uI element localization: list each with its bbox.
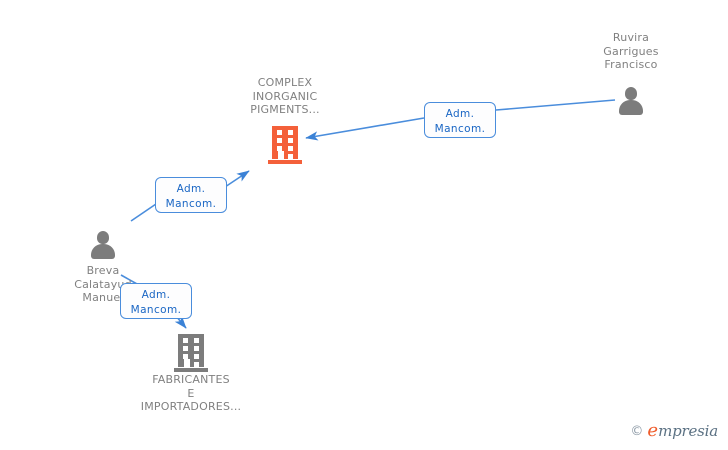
node-icon-ruvira-garrigues-francisco[interactable] xyxy=(618,87,644,115)
empresia-watermark: © e mpresia xyxy=(630,420,718,441)
node-label-breva-calatayud-manuel: Breva Calatayud Manuel xyxy=(74,264,132,304)
brand-name: mpresia xyxy=(658,422,718,440)
building-icon xyxy=(174,334,208,372)
person-icon xyxy=(90,231,116,259)
building-icon xyxy=(268,126,302,164)
edge-chip-breva-to-fabricantes[interactable]: Adm. Mancom. xyxy=(120,283,192,319)
node-label-ruvira-garrigues-francisco: Ruvira Garrigues Francisco xyxy=(603,31,659,71)
node-icon-complex-inorganic-pigments[interactable] xyxy=(268,126,302,164)
person-icon xyxy=(618,87,644,115)
node-label-complex-inorganic-pigments: COMPLEX INORGANIC PIGMENTS... xyxy=(250,76,320,116)
copyright-icon: © xyxy=(630,423,644,439)
edge-chip-ruvira-to-complex[interactable]: Adm. Mancom. xyxy=(424,102,496,138)
node-icon-fabricantes-e-importadores[interactable] xyxy=(174,334,208,372)
edge-chip-breva-to-complex[interactable]: Adm. Mancom. xyxy=(155,177,227,213)
node-icon-breva-calatayud-manuel[interactable] xyxy=(90,231,116,259)
brand-initial: e xyxy=(647,420,659,441)
node-label-fabricantes-e-importadores: FABRICANTES E IMPORTADORES... xyxy=(140,373,242,413)
